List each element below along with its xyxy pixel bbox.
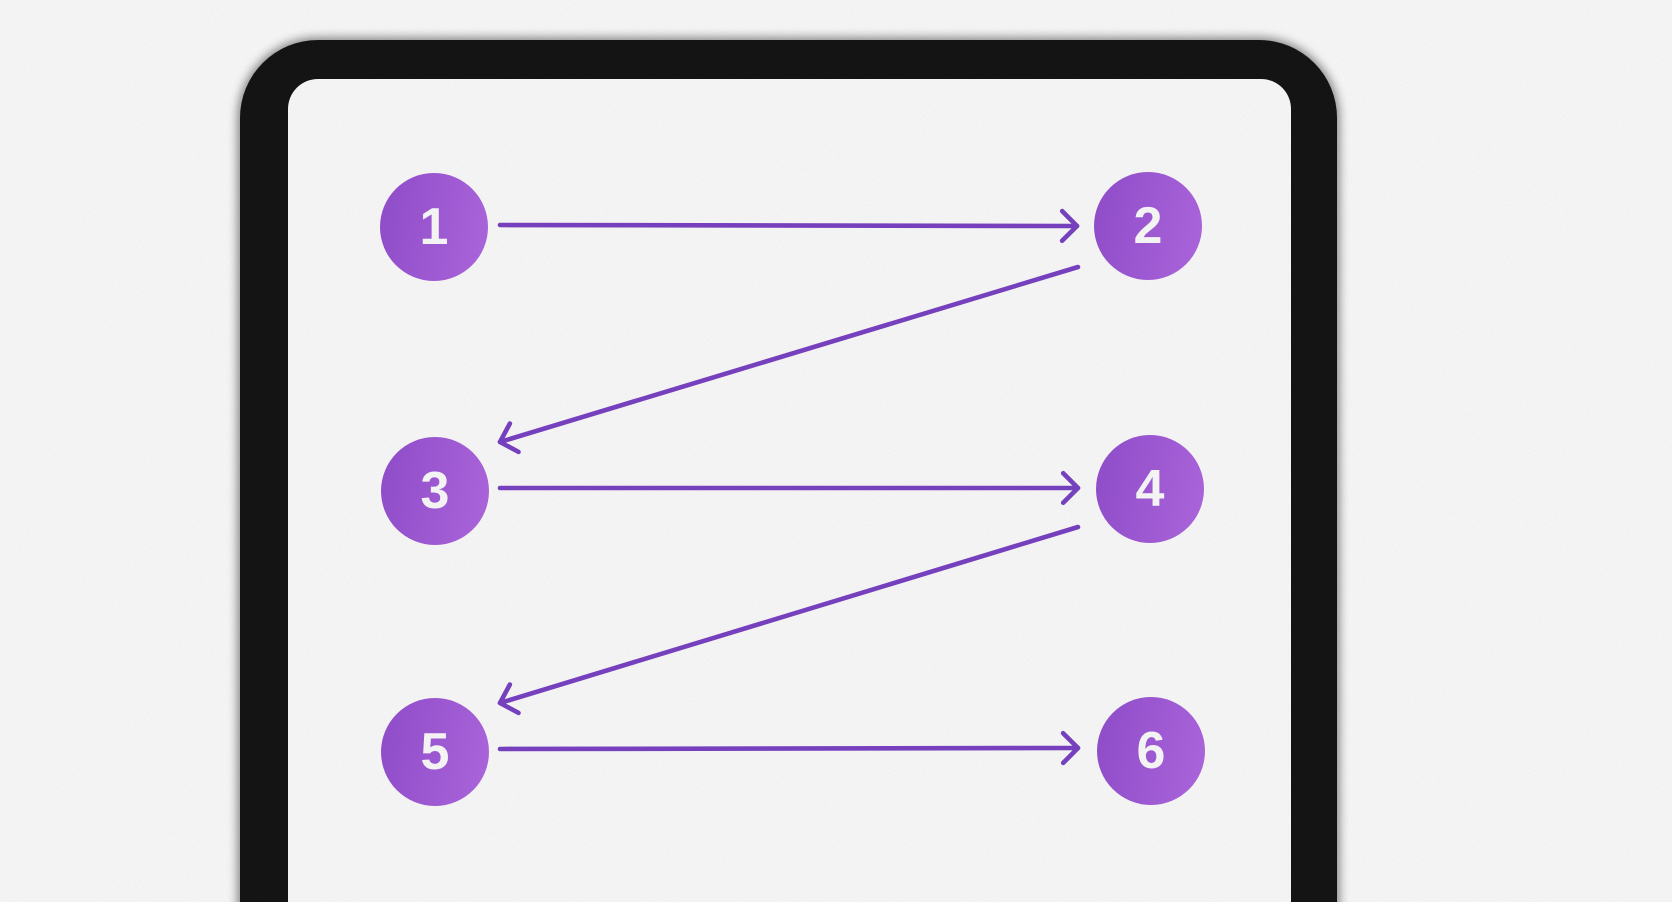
- diagram-node-5: 5: [381, 698, 489, 806]
- diagram-node-1: 1: [380, 173, 488, 281]
- node-number-label: 1: [419, 198, 449, 256]
- diagram-node-4: 4: [1096, 435, 1204, 543]
- diagram-node-3: 3: [381, 437, 489, 545]
- node-number-label: 6: [1136, 722, 1166, 780]
- diagram-node-6: 6: [1097, 697, 1205, 805]
- node-number-label: 2: [1133, 197, 1163, 255]
- node-number-label: 4: [1135, 460, 1165, 518]
- node-number-label: 5: [420, 723, 450, 781]
- node-number-label: 3: [420, 462, 450, 520]
- diagram-node-2: 2: [1094, 172, 1202, 280]
